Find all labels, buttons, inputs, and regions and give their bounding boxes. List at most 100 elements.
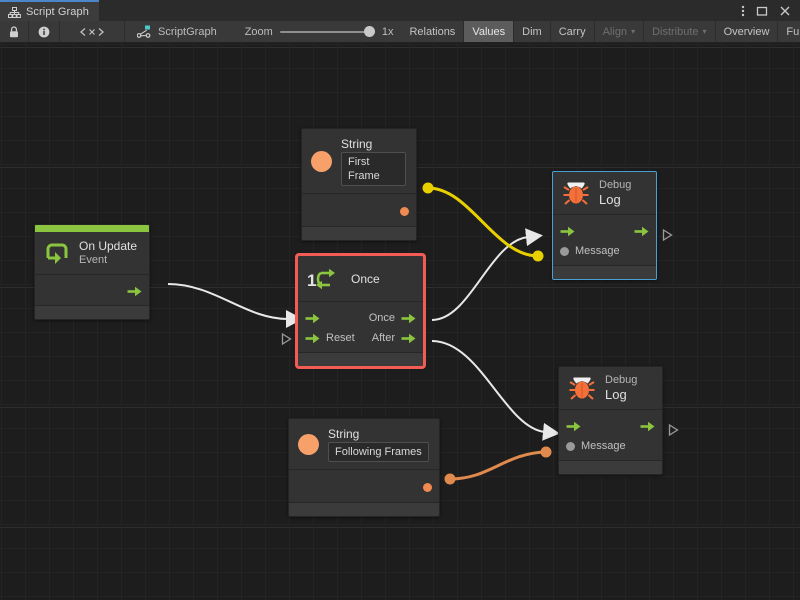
flow-in-arrow-icon [305, 333, 320, 343]
zoom-group: Zoom 1x [225, 21, 402, 42]
port-row-value-out[interactable] [289, 477, 439, 497]
info-icon [38, 26, 50, 37]
zoom-slider-track [279, 30, 375, 33]
flow-in-arrow-icon [305, 313, 320, 323]
port-out-once[interactable]: Once [369, 312, 416, 324]
string-circle-icon [298, 434, 319, 455]
toolbar-distribute-button[interactable]: Distribute ▾ [644, 21, 716, 42]
node-on-update[interactable]: On Update Event [34, 224, 150, 320]
graph-name-group: ScriptGraph [125, 21, 225, 42]
port-flow-out-external-triangle-icon[interactable] [668, 424, 679, 436]
node-once[interactable]: 1 Once Once [295, 253, 426, 369]
node-footer [35, 305, 149, 319]
edge-endpoint-dot [540, 446, 552, 458]
value-in-dot-icon [566, 441, 575, 451]
graph-hierarchy-icon [8, 6, 21, 18]
toolbar-carry-button[interactable]: Carry [551, 21, 595, 42]
graph-edges [167, 182, 560, 485]
port-in-flow[interactable] [566, 421, 581, 432]
port-row-message[interactable]: Message [553, 241, 656, 261]
zoom-label: Zoom [244, 25, 273, 38]
port-row-message[interactable]: Message [559, 436, 662, 456]
zoom-slider[interactable] [279, 26, 375, 38]
port-out-value[interactable] [423, 482, 432, 492]
node-subtitle: Log [605, 387, 627, 402]
string-value-input[interactable]: Following Frames [328, 442, 429, 462]
node-footer [298, 352, 423, 366]
node-ports [289, 470, 439, 502]
toolbar-values-button[interactable]: Values [464, 21, 515, 42]
port-flow-out-external-triangle-icon[interactable] [662, 229, 673, 241]
zoom-value: 1x [381, 25, 394, 38]
flow-out-arrow-icon [401, 333, 416, 343]
edge-string-first-to-message [427, 186, 539, 258]
graph-canvas[interactable]: On Update Event [0, 43, 800, 600]
info-button[interactable] [29, 21, 60, 42]
tab-label: Script Graph [26, 5, 89, 18]
chevron-down-icon: ▾ [702, 26, 707, 36]
toolbar-dim-button[interactable]: Dim [514, 21, 551, 42]
string-value-input[interactable]: First Frame [341, 152, 406, 186]
node-footer [302, 226, 416, 240]
port-in-enter[interactable] [305, 313, 320, 324]
tab-script-graph[interactable]: Script Graph [0, 0, 99, 21]
port-out-flow[interactable] [640, 421, 655, 432]
port-out-after[interactable]: After [372, 332, 416, 344]
code-brackets-icon [80, 27, 104, 36]
port-row-flow[interactable] [559, 416, 662, 436]
port-out-flow[interactable] [127, 286, 142, 297]
port-in-message[interactable]: Message [560, 245, 620, 257]
bug-icon [569, 377, 595, 400]
port-out-flow[interactable] [634, 226, 649, 237]
node-footer [553, 265, 656, 279]
port-in-flow[interactable] [560, 226, 575, 237]
port-row-value-out[interactable] [302, 201, 416, 221]
kebab-menu-icon[interactable] [741, 4, 745, 18]
toolbar-relations-button[interactable]: Relations [401, 21, 465, 42]
port-out-value[interactable] [400, 206, 409, 216]
port-label-once: Once [368, 312, 395, 324]
node-title: String [328, 427, 360, 441]
node-header-text: Debug Log [599, 179, 631, 207]
toolbar-overview-button[interactable]: Overview [716, 21, 779, 42]
port-row-flow[interactable] [553, 221, 656, 241]
port-row-enter-once[interactable]: Once [298, 308, 423, 328]
node-string-first-frame[interactable]: String First Frame [301, 128, 417, 241]
close-icon[interactable] [779, 5, 791, 17]
node-debug-log-top[interactable]: Debug Log [552, 171, 657, 280]
toolbar-align-button[interactable]: Align ▾ [595, 21, 645, 42]
window-controls [741, 0, 800, 21]
node-ports [35, 275, 149, 305]
node-footer [559, 460, 662, 474]
node-title: On Update [79, 239, 138, 253]
port-reset-external-triangle-icon[interactable] [281, 333, 292, 345]
toolbar-fullscreen-button[interactable]: Full Screen [786, 25, 800, 38]
value-out-dot-icon [423, 482, 432, 492]
zoom-slider-knob[interactable] [363, 26, 375, 37]
node-title: String [341, 137, 373, 151]
flow-in-arrow-icon [566, 421, 581, 431]
update-loop-icon [46, 243, 68, 264]
port-in-reset[interactable]: Reset [305, 332, 355, 344]
port-row-flow-out[interactable] [35, 281, 149, 301]
node-string-following-frames[interactable]: String Following Frames [288, 418, 440, 517]
node-footer [289, 502, 439, 516]
port-label-message: Message [575, 245, 620, 257]
flow-out-arrow-icon [634, 226, 649, 236]
edge-onupdate-to-once [167, 283, 303, 328]
flow-out-arrow-icon [640, 421, 655, 431]
port-label-reset: Reset [326, 332, 355, 344]
node-accent-bar [35, 225, 149, 232]
port-in-message[interactable]: Message [566, 440, 626, 452]
lock-button[interactable] [0, 21, 29, 42]
node-header-text: String First Frame [341, 137, 406, 186]
node-debug-log-bottom[interactable]: Debug Log [558, 366, 663, 475]
port-row-reset-after[interactable]: Reset After [298, 328, 423, 348]
node-header: String First Frame [302, 129, 416, 193]
code-button[interactable] [60, 21, 125, 42]
maximize-icon[interactable] [756, 5, 768, 17]
node-subtitle: Event [79, 254, 108, 266]
node-ports: Message [553, 215, 656, 265]
toolbar-distribute-label: Distribute [652, 25, 699, 38]
